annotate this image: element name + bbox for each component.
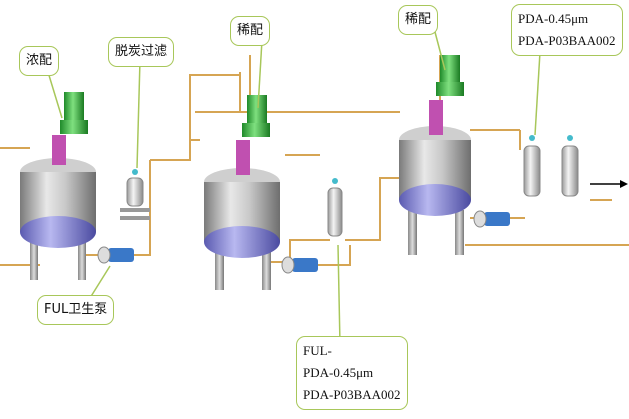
- callout-thick-mix: 浓配: [19, 46, 60, 76]
- pipe: [289, 239, 330, 262]
- label-filter-mid-size: PDA-0.45μm: [303, 365, 374, 380]
- callout-dilute-mix-1: 稀配: [230, 16, 271, 46]
- decarb-filter: [120, 169, 150, 220]
- filter-housing: [561, 145, 579, 197]
- tank-bottom: [20, 216, 96, 248]
- filter-mid: [327, 178, 343, 237]
- vent-valve: [132, 169, 138, 175]
- label-dilute-mix-1: 稀配: [237, 23, 264, 38]
- label-decarb-filter: 脱炭过滤: [115, 44, 168, 59]
- pipe: [345, 177, 400, 241]
- tank-leg: [30, 235, 38, 280]
- pump-head: [97, 246, 111, 264]
- tank-thick-mix: [20, 92, 96, 280]
- pipe: [189, 74, 240, 140]
- callout-filter-right: PDA-0.45μm PDA-P03BAA002: [511, 4, 623, 56]
- tank-leg: [455, 210, 464, 255]
- sanitary-pump-3: [473, 210, 510, 228]
- filter-housing: [126, 177, 144, 207]
- motor: [64, 92, 84, 122]
- pipe: [318, 245, 351, 266]
- agitator-shaft: [236, 140, 250, 175]
- label-filter-mid-model: PDA-P03BAA002: [303, 387, 401, 402]
- pump-motor: [292, 258, 318, 272]
- sanitary-pump-1: [97, 246, 134, 264]
- gearbox: [436, 82, 464, 96]
- callout-dilute-mix-2: 稀配: [398, 5, 439, 35]
- pipe: [132, 160, 151, 256]
- tank-dilute-mix-1: [204, 95, 280, 290]
- agitator-shaft: [429, 100, 443, 135]
- sanitary-pump-2: [281, 256, 318, 274]
- tank-dilute-mix-2: [399, 55, 471, 255]
- filter-base: [120, 208, 150, 212]
- tank-leg: [215, 245, 224, 290]
- label-sanitary-pump: FUL卫生泵: [44, 302, 108, 317]
- callout-pointers: [47, 31, 541, 346]
- callout-filter-mid: FUL- PDA-0.45μm PDA-P03BAA002: [296, 336, 408, 410]
- pipe: [150, 139, 200, 161]
- motor: [440, 55, 460, 85]
- label-filter-mid-brand: FUL-: [303, 343, 332, 358]
- tank-bottom: [204, 226, 280, 258]
- gearbox: [60, 120, 88, 134]
- callout-decarb-filter: 脱炭过滤: [108, 37, 175, 67]
- filter-housing: [327, 187, 343, 237]
- callout-sanitary-pump: FUL卫生泵: [37, 295, 115, 325]
- agitator-shaft: [52, 135, 66, 165]
- label-dilute-mix-2: 稀配: [405, 12, 432, 27]
- filter-base: [120, 216, 150, 220]
- gearbox: [242, 123, 270, 137]
- vent-valve: [567, 135, 573, 141]
- tank-leg: [78, 235, 86, 280]
- vent-valve: [332, 178, 338, 184]
- tank-leg: [262, 245, 271, 290]
- pump-head: [281, 256, 295, 274]
- filter-housing: [523, 145, 541, 197]
- tank-bottom: [399, 184, 471, 216]
- tank-leg: [408, 210, 417, 255]
- motor: [247, 95, 267, 125]
- label-filter-right-model: PDA-P03BAA002: [518, 33, 616, 48]
- pump-motor: [484, 212, 510, 226]
- label-filter-right-size: PDA-0.45μm: [518, 11, 589, 26]
- pump-motor: [108, 248, 134, 262]
- vent-valve: [529, 135, 535, 141]
- label-thick-mix: 浓配: [26, 53, 53, 68]
- filters-right: [523, 135, 579, 197]
- flow-out-arrow: [590, 180, 628, 188]
- pump-head: [473, 210, 487, 228]
